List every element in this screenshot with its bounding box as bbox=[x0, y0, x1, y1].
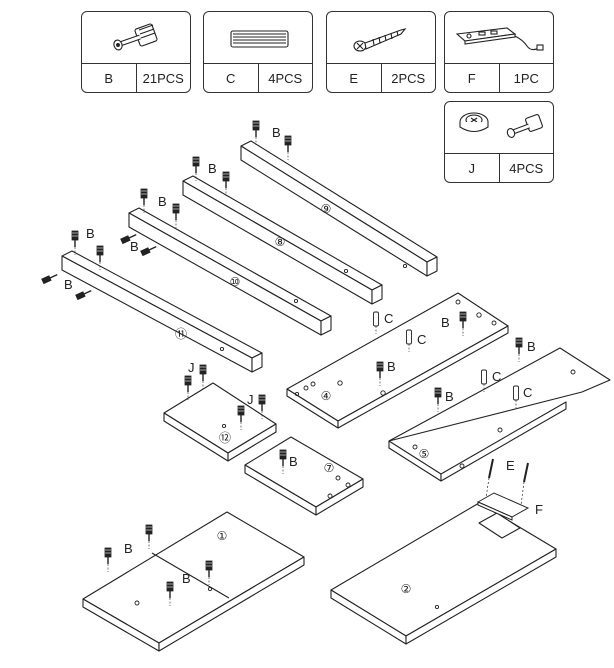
panel-5 bbox=[388, 347, 611, 482]
part-j-qty: 4PCS bbox=[498, 154, 554, 182]
callout-b: B bbox=[208, 161, 217, 176]
callout-c: C bbox=[384, 311, 393, 326]
outlet-assembly bbox=[476, 458, 530, 521]
callout-b: B bbox=[130, 239, 139, 254]
label-panel-1: ① bbox=[217, 529, 228, 543]
beam-8 bbox=[182, 175, 383, 305]
callout-j: J bbox=[247, 392, 254, 407]
part-j-code: J bbox=[468, 160, 476, 176]
part-c-qty: 4PCS bbox=[257, 64, 313, 92]
power-outlet-icon bbox=[445, 12, 553, 64]
callout-c: C bbox=[417, 332, 426, 347]
callout-b: B bbox=[86, 226, 95, 241]
callout-b: B bbox=[158, 194, 167, 209]
callout-b: B bbox=[64, 277, 73, 292]
cam-lock-icon bbox=[445, 102, 553, 154]
panel-12 bbox=[163, 382, 277, 462]
part-e-qty: 2PCS bbox=[380, 64, 436, 92]
part-b-qty: 21PCS bbox=[135, 64, 191, 92]
part-e-code: E bbox=[349, 70, 359, 86]
beam-11 bbox=[61, 250, 263, 373]
part-card-e: E 2PCS bbox=[326, 11, 436, 93]
part-card-c: C 4PCS bbox=[203, 11, 313, 93]
part-b-code: B bbox=[104, 70, 114, 86]
beam-9 bbox=[240, 140, 438, 277]
callout-f: F bbox=[535, 502, 543, 517]
callout-j: J bbox=[188, 360, 195, 375]
beam-10 bbox=[128, 207, 332, 336]
callout-b: B bbox=[272, 125, 281, 140]
callout-c: C bbox=[492, 369, 501, 384]
part-card-b: B 21PCS bbox=[81, 11, 191, 93]
label-panel-2: ② bbox=[401, 582, 412, 596]
panel-2 bbox=[330, 502, 557, 645]
panel-7 bbox=[244, 436, 364, 516]
callout-b: B bbox=[124, 541, 133, 556]
wood-dowel-icon bbox=[204, 12, 312, 64]
callout-b: B bbox=[441, 315, 450, 330]
label-panel-4: ④ bbox=[321, 389, 332, 403]
callout-b: B bbox=[445, 389, 454, 404]
label-beam-10: ⑩ bbox=[230, 275, 241, 289]
part-f-code: F bbox=[467, 70, 476, 86]
cam-dowel-icon bbox=[82, 12, 190, 64]
label-beam-9: ⑨ bbox=[321, 202, 332, 216]
callout-e: E bbox=[506, 458, 515, 473]
part-c-code: C bbox=[226, 70, 236, 86]
screw-icon bbox=[327, 12, 435, 64]
callout-b: B bbox=[182, 571, 191, 586]
label-panel-7: ⑦ bbox=[324, 461, 335, 475]
panel-4 bbox=[286, 292, 509, 429]
label-beam-11: ⑪ bbox=[175, 327, 187, 341]
callout-b: B bbox=[527, 339, 536, 354]
label-panel-12: ⑫ bbox=[219, 431, 231, 445]
part-card-f: F 1PC bbox=[444, 11, 554, 93]
part-f-qty: 1PC bbox=[498, 64, 554, 92]
callout-b: B bbox=[289, 454, 298, 469]
label-panel-5: ⑤ bbox=[419, 447, 430, 461]
panel-1 bbox=[82, 511, 305, 652]
part-card-j: J 4PCS bbox=[444, 101, 554, 183]
label-beam-8: ⑧ bbox=[275, 235, 286, 249]
callout-b: B bbox=[387, 359, 396, 374]
callout-c: C bbox=[523, 385, 532, 400]
